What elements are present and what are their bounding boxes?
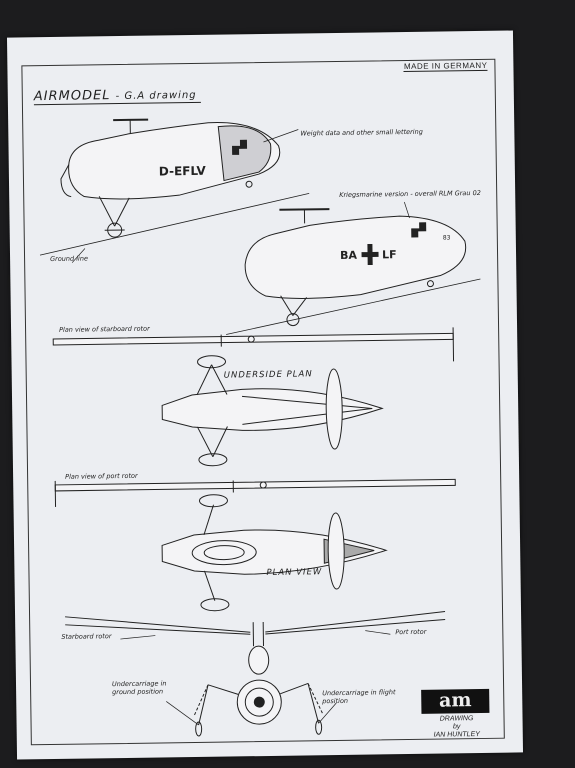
civil-registration: D-EFLV xyxy=(159,164,207,179)
top-plan-view xyxy=(161,494,388,612)
military-registration-left: BA xyxy=(340,249,358,262)
starboard-rotor-plan xyxy=(52,327,455,362)
front-view xyxy=(65,611,446,737)
port-rotor-plan xyxy=(54,478,456,507)
leader-lines xyxy=(71,129,410,726)
military-code: 83 xyxy=(443,234,451,241)
ga-drawing-art: D-EFLV BA LF 83 xyxy=(39,118,481,737)
underside-plan-label: UNDERSIDE PLAN xyxy=(223,369,313,381)
drawing-credit: DRAWING by IAN HUNTLEY xyxy=(421,715,491,740)
note-civil-lettering: Weight data and other small lettering xyxy=(300,127,423,138)
military-side-view: BA LF 83 xyxy=(226,208,481,335)
military-registration-right: LF xyxy=(382,248,397,261)
starboard-rotor-label: Starboard rotor xyxy=(61,632,112,641)
port-rotor-plan-label: Plan view of port rotor xyxy=(65,471,138,481)
uc-flight-label: Undercarriage in flight position xyxy=(322,688,396,706)
underside-plan xyxy=(161,355,384,467)
civil-side-view: D-EFLV xyxy=(39,118,310,256)
ground-line-label: Ground line xyxy=(50,254,88,263)
credit-line-3: IAN HUNTLEY xyxy=(433,731,480,739)
port-rotor-label: Port rotor xyxy=(395,627,427,637)
uc-ground-label: Undercarriage in ground position xyxy=(111,679,167,697)
top-plan-view-label: PLAN VIEW xyxy=(266,567,323,578)
starboard-rotor-plan-label: Plan view of starboard rotor xyxy=(59,324,150,334)
am-logo: am xyxy=(421,688,490,714)
drawing-sheet: AIRMODEL - G.A drawing MADE IN GERMANY xyxy=(6,30,524,760)
